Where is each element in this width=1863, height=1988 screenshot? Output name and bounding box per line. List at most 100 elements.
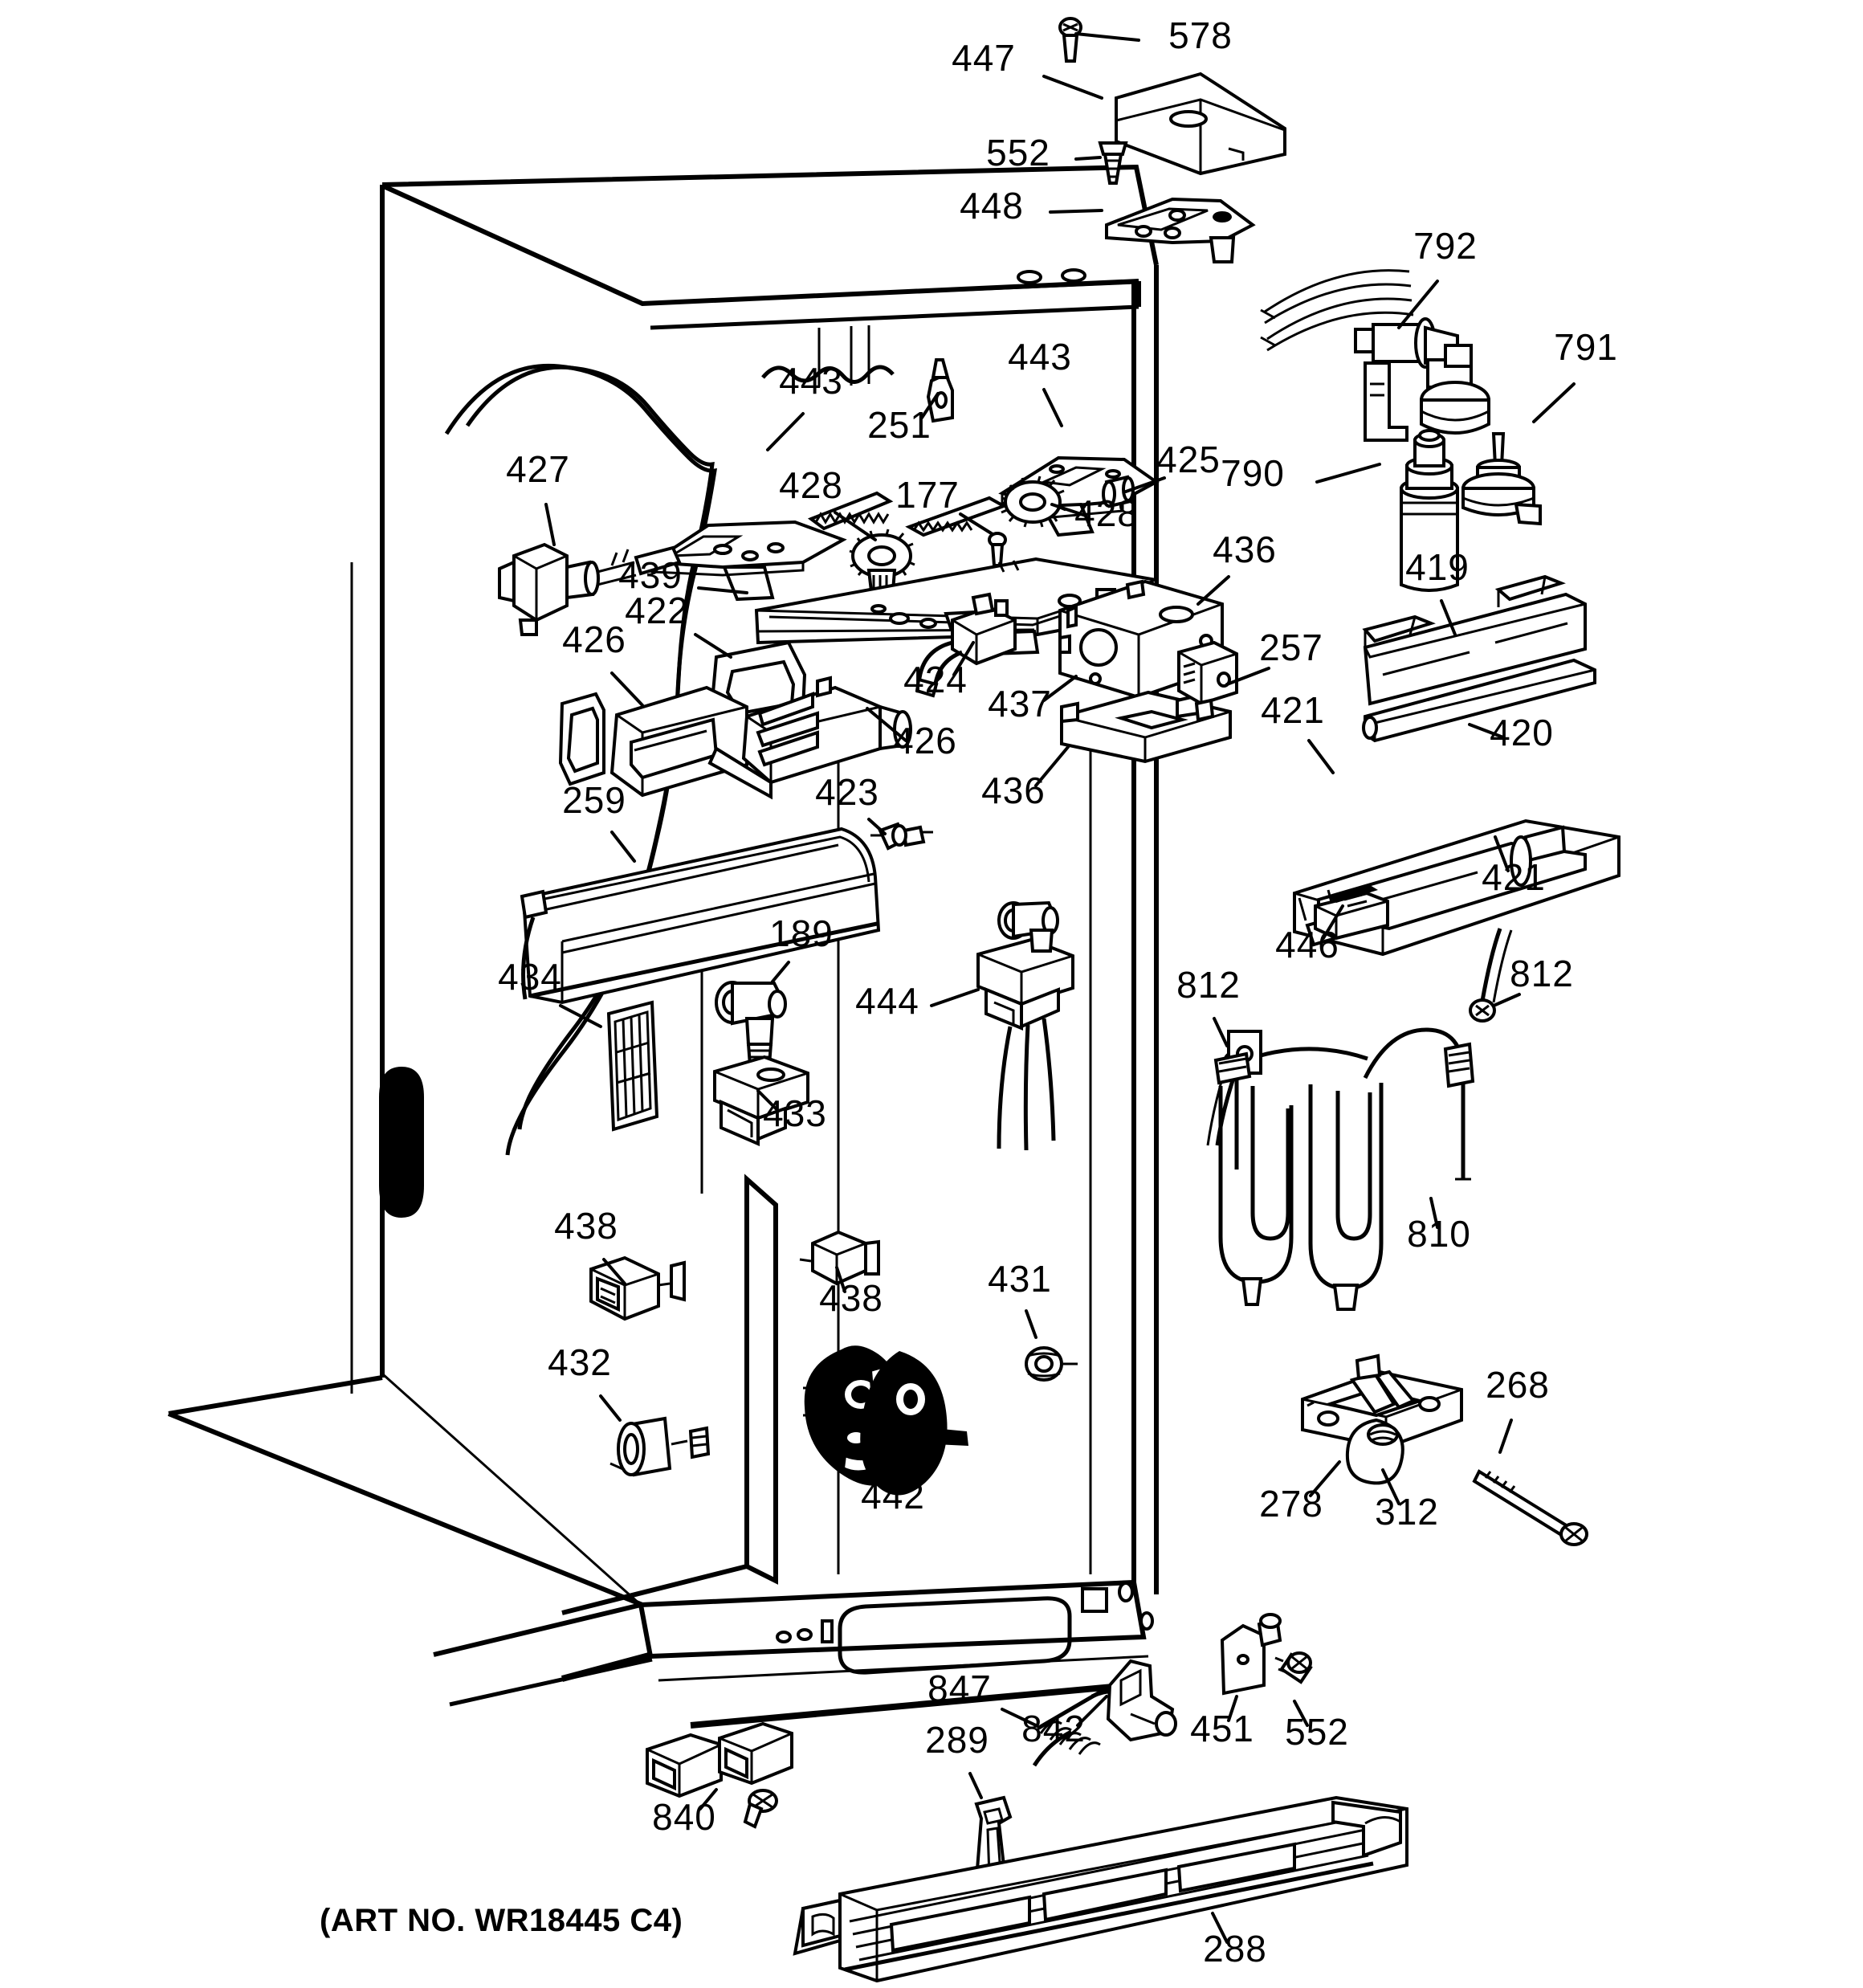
part-434-vent-grille bbox=[606, 1000, 659, 1132]
callout-leader-438 bbox=[602, 1258, 626, 1285]
part-259-pan-cover bbox=[520, 827, 881, 1005]
callout-842: 842 bbox=[1021, 1695, 1108, 1749]
part-251-plug bbox=[926, 358, 954, 423]
callout-leader-427 bbox=[544, 503, 556, 546]
callout-792: 792 bbox=[1397, 225, 1477, 329]
part-268-leveling-bolt bbox=[1472, 1469, 1588, 1546]
callout-number-791: 791 bbox=[1554, 326, 1618, 368]
callout-number-448: 448 bbox=[960, 185, 1024, 227]
callout-leader-189 bbox=[771, 961, 790, 983]
callout-number-423: 423 bbox=[815, 771, 879, 813]
callout-number-438: 438 bbox=[554, 1205, 618, 1247]
part-444-dispenser-assembly bbox=[976, 900, 1074, 1151]
callout-847: 847 bbox=[927, 1668, 1037, 1727]
callout-leader-791 bbox=[1532, 382, 1576, 423]
part-842-bracket bbox=[1106, 1659, 1177, 1742]
callout-number-268: 268 bbox=[1486, 1364, 1550, 1406]
callout-number-847: 847 bbox=[927, 1668, 992, 1709]
callout-428: 428 bbox=[779, 464, 877, 541]
callout-448: 448 bbox=[960, 185, 1103, 227]
callout-leader-288 bbox=[1211, 1912, 1229, 1944]
callout-278: 278 bbox=[1259, 1460, 1341, 1525]
callout-791: 791 bbox=[1532, 326, 1618, 423]
callout-number-447: 447 bbox=[952, 37, 1016, 79]
callout-number-424: 424 bbox=[903, 659, 968, 700]
callout-leader-436 bbox=[1196, 575, 1230, 606]
callout-leader-812 bbox=[1213, 1017, 1229, 1047]
callout-leader-812 bbox=[1492, 993, 1521, 1007]
callout-leader-790 bbox=[1315, 463, 1381, 484]
callout-447: 447 bbox=[952, 37, 1103, 100]
callout-number-812: 812 bbox=[1510, 953, 1574, 994]
part-552-screw-bottom bbox=[1274, 1651, 1313, 1684]
callout-number-842: 842 bbox=[1021, 1708, 1086, 1749]
callout-436: 436 bbox=[1196, 529, 1276, 606]
part-431-grommet bbox=[1025, 1346, 1078, 1382]
callout-leader-420 bbox=[1468, 723, 1505, 739]
part-419-shelf-bar bbox=[1362, 574, 1587, 706]
callout-leader-289 bbox=[968, 1772, 983, 1799]
callout-number-288: 288 bbox=[1203, 1928, 1267, 1970]
part-792-water-valve bbox=[1260, 269, 1490, 442]
callout-number-426: 426 bbox=[562, 618, 626, 660]
callout-810: 810 bbox=[1407, 1197, 1470, 1255]
callout-leader-428 bbox=[1050, 503, 1087, 517]
callout-leader-444 bbox=[930, 988, 980, 1007]
callout-number-437: 437 bbox=[988, 683, 1052, 725]
callout-257: 257 bbox=[1225, 627, 1323, 686]
callout-number-431: 431 bbox=[988, 1258, 1052, 1300]
callout-436: 436 bbox=[981, 745, 1070, 811]
callout-433: 433 bbox=[756, 1089, 826, 1134]
callout-number-446: 446 bbox=[1275, 924, 1339, 965]
callout-288: 288 bbox=[1203, 1912, 1267, 1970]
callout-number-442: 442 bbox=[861, 1475, 925, 1517]
callout-leader-259 bbox=[610, 831, 636, 863]
callout-number-421: 421 bbox=[1482, 856, 1546, 898]
callout-438: 438 bbox=[819, 1266, 883, 1319]
callout-leader-443 bbox=[1042, 388, 1063, 427]
cabinet-outline bbox=[167, 164, 1159, 1729]
callout-number-278: 278 bbox=[1259, 1483, 1323, 1525]
callout-443: 443 bbox=[1008, 336, 1072, 427]
part-442-hinge-assembly bbox=[803, 1345, 968, 1496]
callout-leader-419 bbox=[1440, 599, 1457, 636]
callout-number-312: 312 bbox=[1375, 1491, 1439, 1533]
part-847-spring bbox=[1032, 1681, 1123, 1767]
callout-444: 444 bbox=[855, 980, 980, 1022]
callout-number-427: 427 bbox=[506, 448, 570, 490]
callout-number-438: 438 bbox=[819, 1277, 883, 1319]
callout-leader-433 bbox=[756, 1089, 779, 1112]
callout-leader-842 bbox=[1076, 1695, 1108, 1727]
callout-438: 438 bbox=[554, 1205, 626, 1285]
callout-840: 840 bbox=[652, 1788, 718, 1838]
part-427-control bbox=[498, 542, 682, 636]
part-578-screw bbox=[1058, 17, 1082, 63]
callout-number-422: 422 bbox=[625, 590, 689, 631]
part-552-screw-top bbox=[1098, 141, 1128, 185]
part-791-filter-cap bbox=[1461, 432, 1542, 526]
callout-leader-443 bbox=[766, 412, 805, 451]
callout-number-812: 812 bbox=[1176, 964, 1241, 1006]
part-177-pin bbox=[988, 532, 1007, 567]
callout-number-420: 420 bbox=[1490, 712, 1554, 753]
callout-leader-424 bbox=[952, 641, 975, 676]
callout-425: 425 bbox=[1124, 439, 1220, 493]
part-257-switch bbox=[1177, 640, 1238, 722]
callout-578: 578 bbox=[1074, 14, 1232, 56]
callout-number-259: 259 bbox=[562, 779, 626, 821]
callout-leader-428 bbox=[834, 511, 877, 541]
callout-leader-810 bbox=[1429, 1197, 1439, 1229]
callout-leader-448 bbox=[1049, 209, 1103, 214]
part-448-hinge-bracket bbox=[1105, 197, 1256, 263]
callout-number-421: 421 bbox=[1261, 689, 1325, 731]
callout-leader-251 bbox=[920, 392, 940, 419]
part-433-switch-box bbox=[713, 1055, 809, 1147]
callout-number-443: 443 bbox=[1008, 336, 1072, 378]
callout-189: 189 bbox=[769, 912, 833, 983]
part-432-bushing bbox=[609, 1416, 711, 1477]
callout-790: 790 bbox=[1221, 452, 1381, 494]
callout-312: 312 bbox=[1375, 1468, 1439, 1533]
